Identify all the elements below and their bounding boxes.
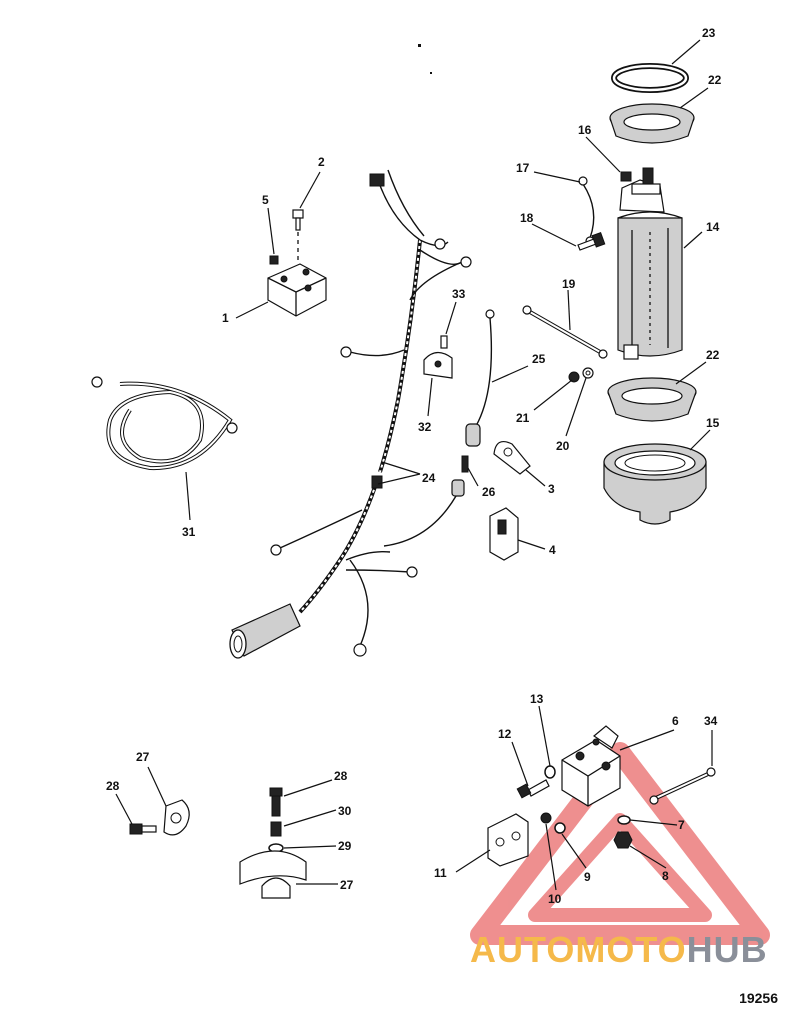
ring-23: [611, 63, 689, 93]
scan-specks: [418, 44, 432, 74]
callout-31: 31: [182, 525, 196, 539]
washer-20: [582, 367, 594, 379]
callout-9: 9: [584, 870, 591, 884]
callout-6: 6: [672, 714, 679, 728]
callout-20: 20: [556, 439, 570, 453]
screw-26: [461, 455, 469, 473]
watermark-text-part1: AUTOMOTO: [470, 929, 687, 970]
cable-17: [578, 176, 595, 246]
clamp-27-small: [163, 799, 190, 836]
callout-21: 21: [516, 411, 530, 425]
callout-13: 13: [530, 692, 544, 706]
callout-22-bottom: 22: [706, 348, 720, 362]
callout-27-large: 27: [340, 878, 354, 892]
callout-14: 14: [706, 220, 720, 234]
cable-19: [522, 305, 608, 359]
callout-17: 17: [516, 161, 530, 175]
bolt-18: [577, 232, 606, 251]
nut-21: [568, 371, 580, 383]
battery-cable: [91, 376, 238, 471]
nut-8: [613, 831, 633, 849]
callout-22-top: 22: [708, 73, 722, 87]
screw-28: [269, 787, 283, 817]
callout-5: 5: [262, 193, 269, 207]
callout-30: 30: [338, 804, 352, 818]
callout-7: 7: [678, 818, 685, 832]
callout-4: 4: [549, 543, 556, 557]
callout-11: 11: [434, 866, 447, 880]
callout-32: 32: [418, 420, 432, 434]
rectifier: [267, 209, 327, 317]
leader-lines: [115, 39, 713, 891]
callout-labels: 1 2 3 4 5 6 7 8 9 10 11 12 13 14 15 16 1…: [106, 26, 722, 906]
callout-28-small: 28: [106, 779, 120, 793]
insert-30: [270, 821, 282, 837]
callout-8: 8: [662, 869, 669, 883]
callout-29: 29: [338, 839, 352, 853]
washer-9: [554, 822, 566, 834]
watermark-logo: [470, 742, 770, 945]
callout-28: 28: [334, 769, 348, 783]
washer-7: [617, 815, 631, 825]
clip-32: [423, 335, 453, 379]
solenoid-6: [561, 725, 621, 807]
callout-23: 23: [702, 26, 716, 40]
callout-12: 12: [498, 727, 512, 741]
callout-3: 3: [548, 482, 555, 496]
clamp-3: [493, 441, 531, 475]
callout-27-small: 27: [136, 750, 150, 764]
callout-18: 18: [520, 211, 534, 225]
callout-34: 34: [704, 714, 718, 728]
nut-10: [540, 812, 552, 824]
lead-25: [383, 309, 495, 547]
callout-15: 15: [706, 416, 720, 430]
callout-2: 2: [318, 155, 325, 169]
washer-13: [544, 765, 556, 779]
callout-25: 25: [532, 352, 546, 366]
callout-26: 26: [482, 485, 496, 499]
callout-10: 10: [548, 892, 562, 906]
watermark-text: AUTOMOTOHUB: [470, 929, 768, 970]
terminal-cover-11: [487, 813, 529, 867]
callout-19: 19: [562, 277, 576, 291]
wire-harness: [229, 169, 472, 659]
callout-33: 33: [452, 287, 466, 301]
screw-28-small: [129, 823, 157, 835]
bolt-12: [516, 779, 550, 799]
end-cap-top: [609, 103, 695, 144]
callout-16: 16: [578, 123, 592, 137]
cable-34: [649, 767, 716, 805]
callout-24: 24: [422, 471, 436, 485]
end-cap-bottom: [607, 377, 697, 422]
nut-16: [620, 171, 632, 182]
clamp-27-large: [239, 850, 307, 899]
bracket-4: [489, 507, 519, 561]
callout-1: 1: [222, 311, 229, 325]
watermark-text-part2: HUB: [687, 929, 768, 970]
figure-number: 19256: [739, 990, 778, 1006]
starter-motor: [617, 167, 683, 360]
drive-housing: [603, 443, 707, 525]
